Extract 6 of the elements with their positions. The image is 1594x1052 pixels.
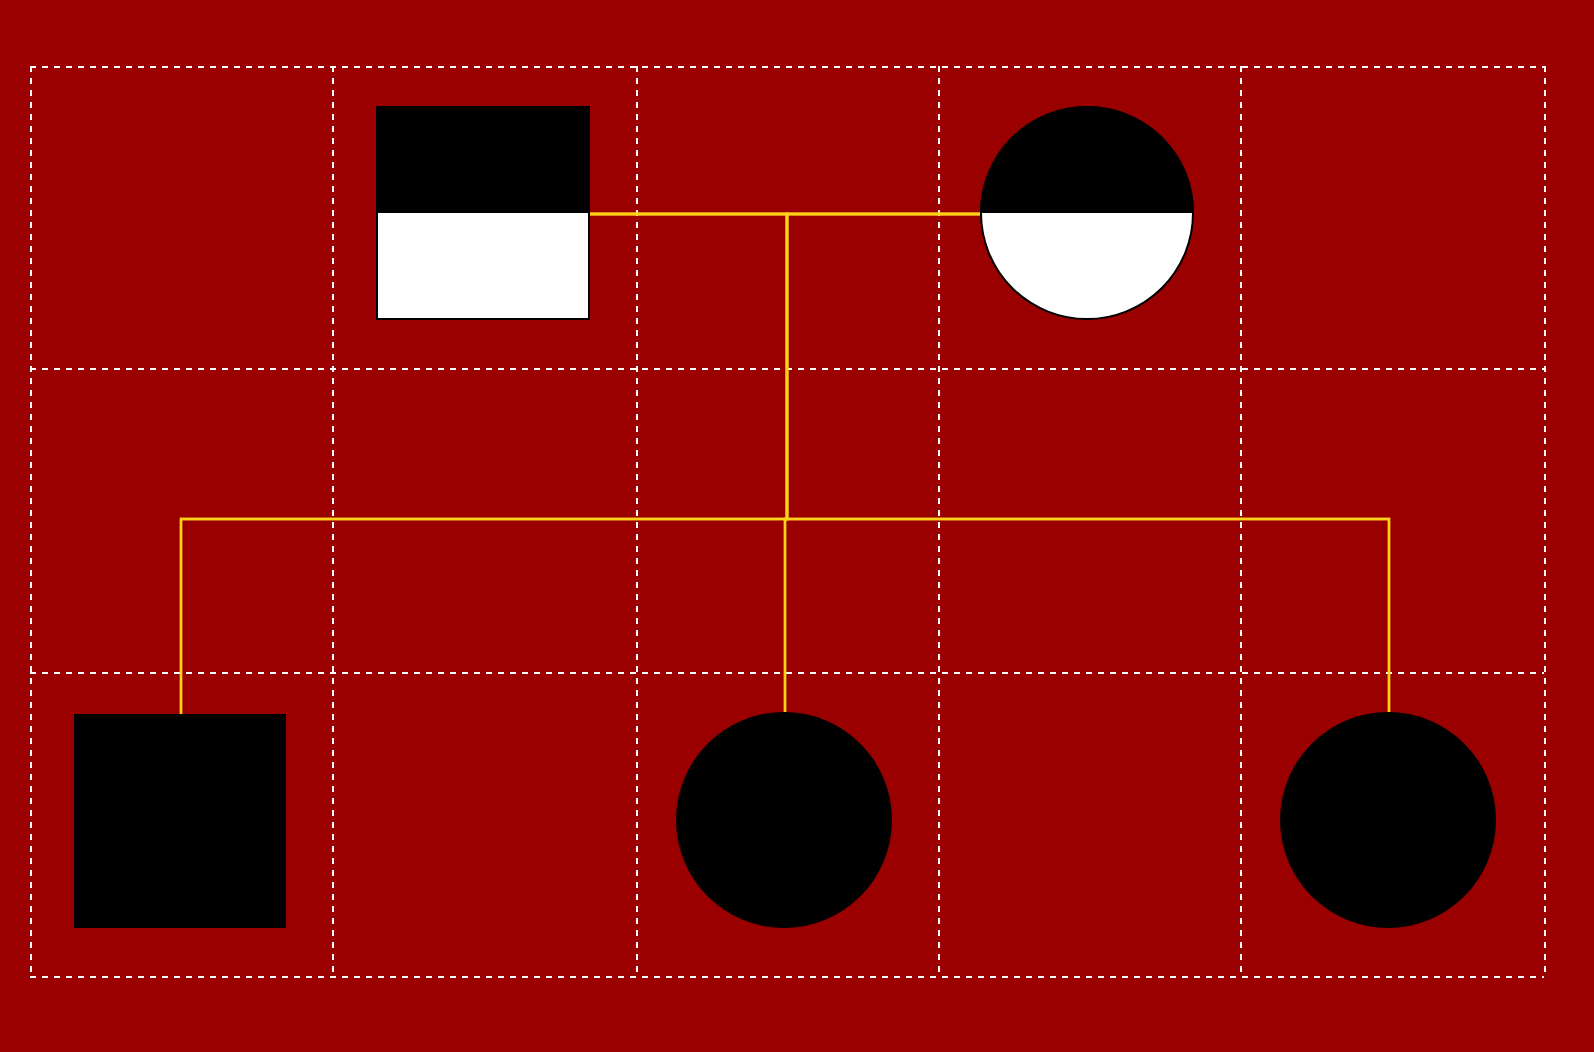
- half-filled-square-symbol: [376, 106, 590, 320]
- filled-circle-symbol: [1280, 712, 1496, 928]
- pedigree-line: [785, 212, 1391, 712]
- half-filled-circle-symbol: [980, 106, 1194, 320]
- filled-square-symbol: [74, 714, 286, 928]
- filled-circle-symbol: [676, 712, 892, 928]
